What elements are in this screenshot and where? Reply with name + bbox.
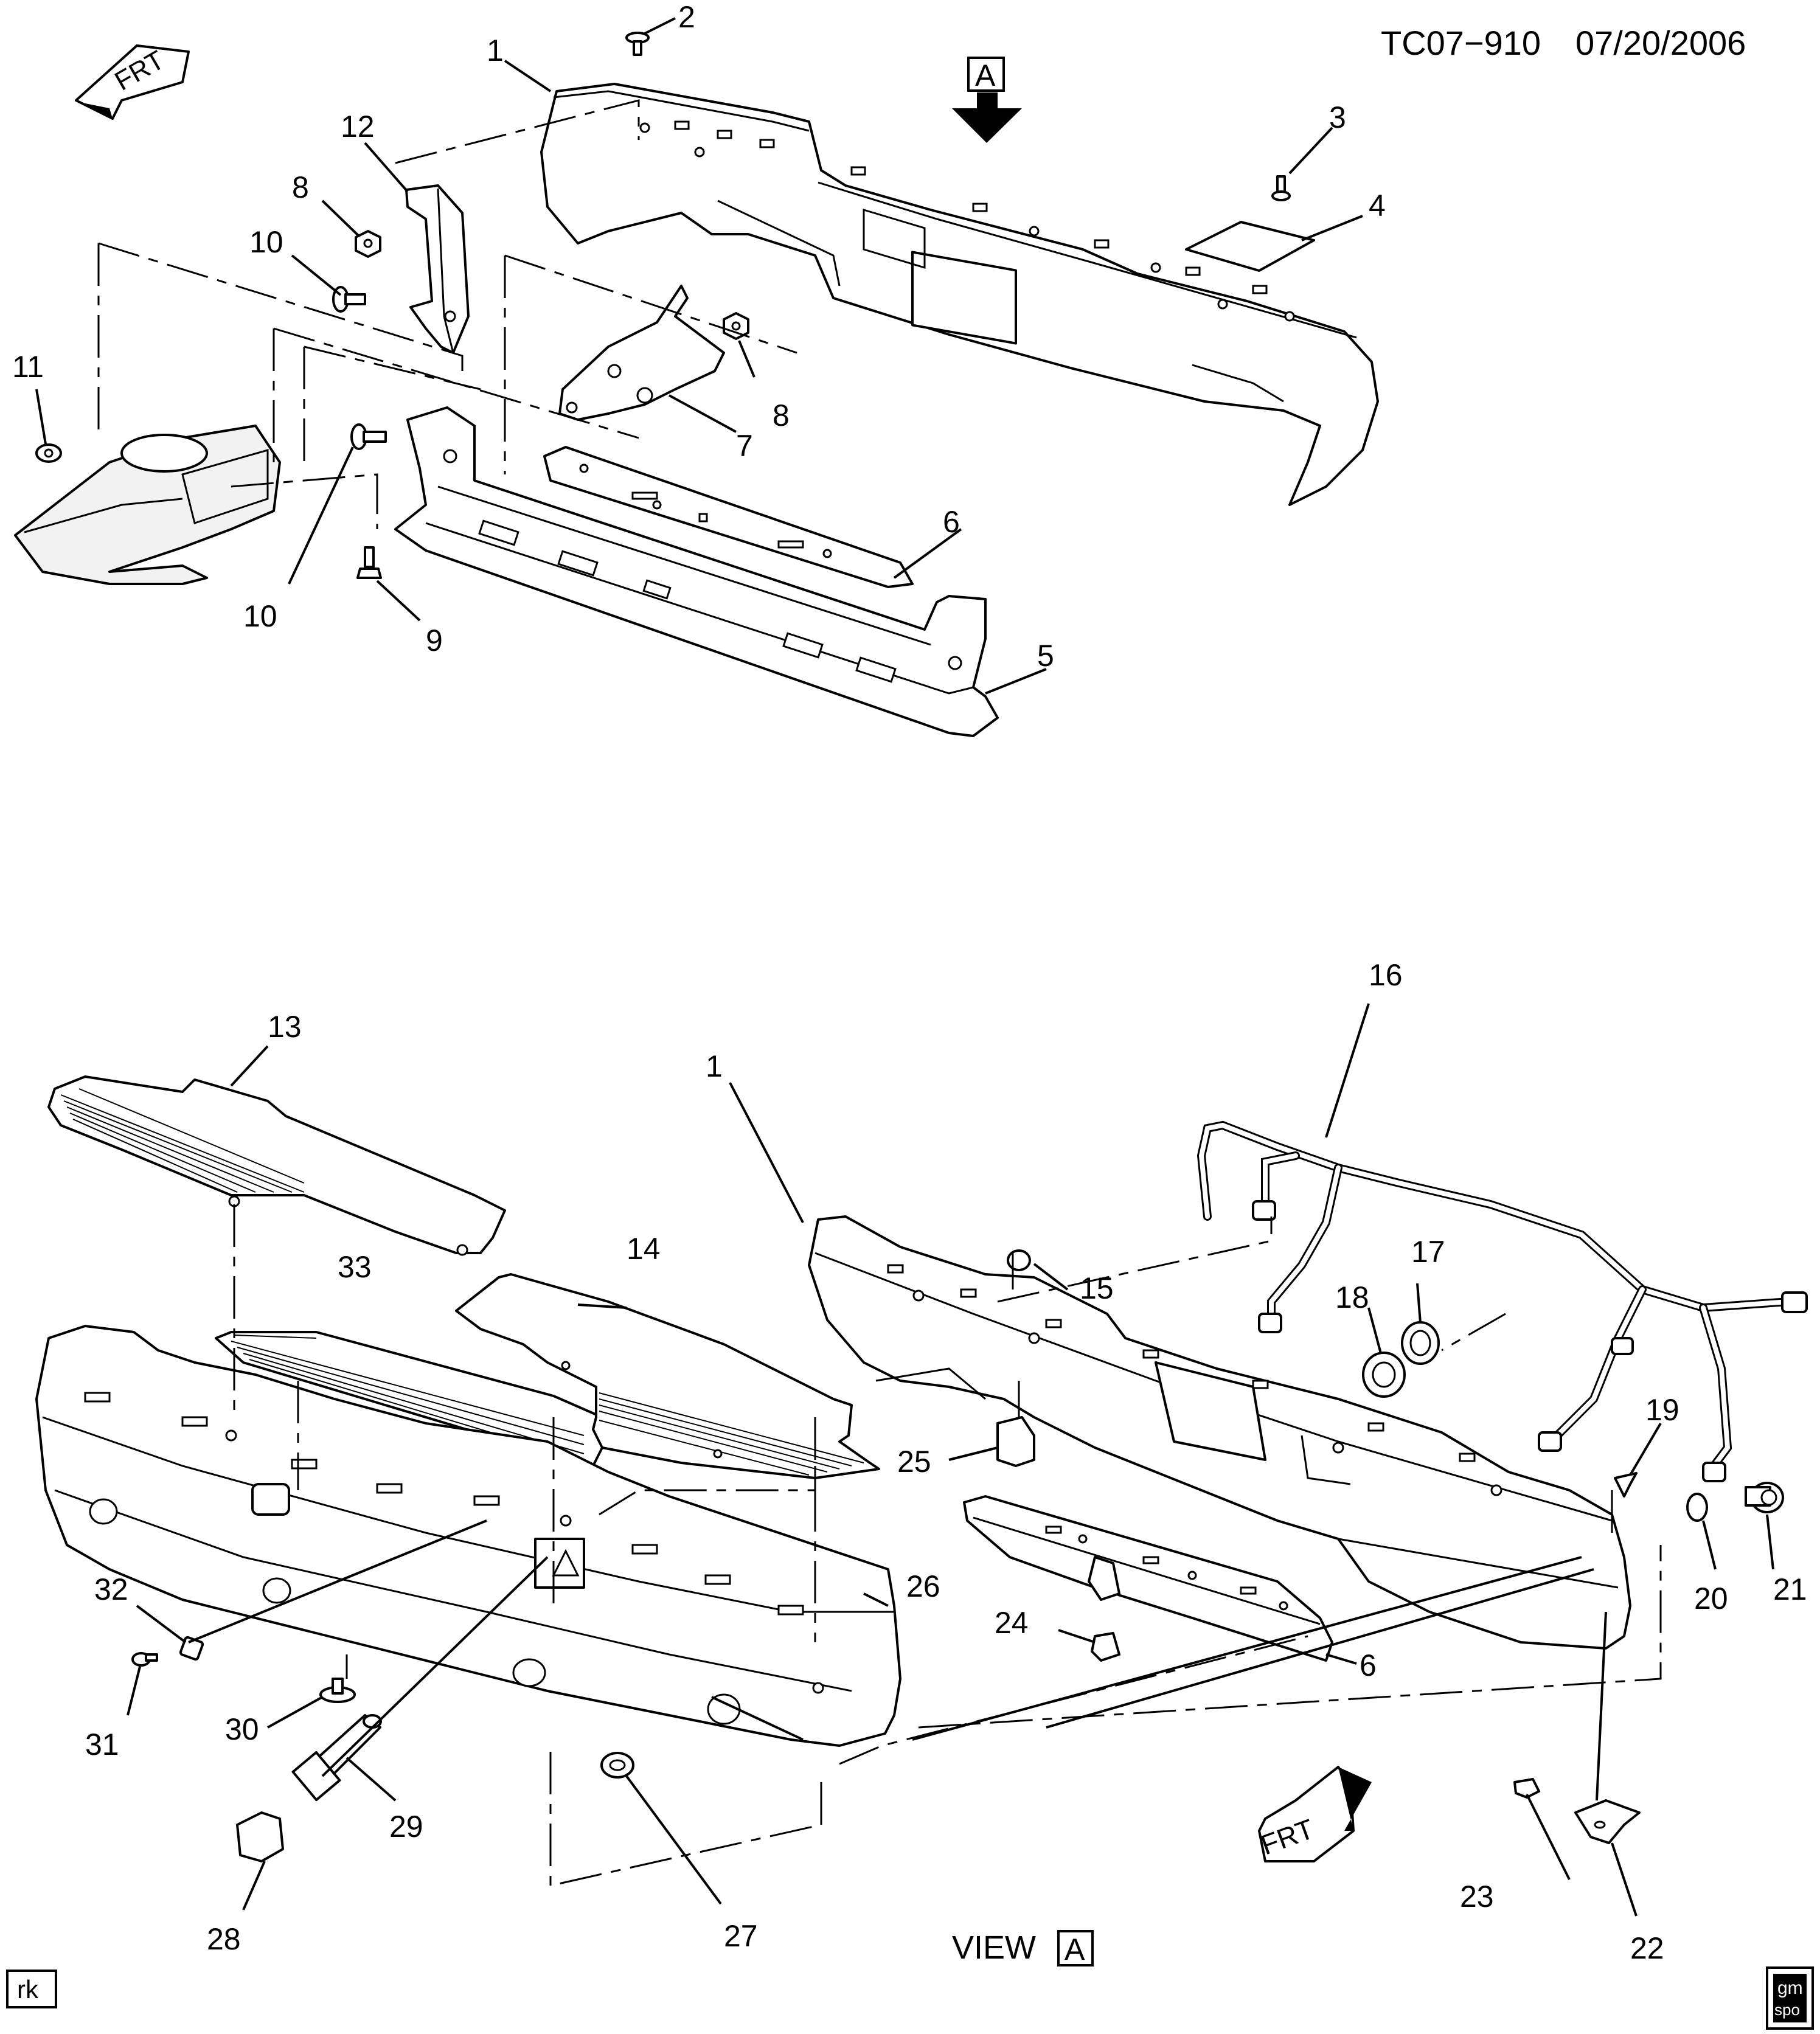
logo-top: gm: [1777, 1978, 1803, 1998]
callout-27: 27: [724, 1919, 758, 1953]
part-26-bumper-face: [35, 1325, 901, 1747]
footer-initials-box: rk: [6, 1970, 57, 2008]
callout-6-top: 6: [943, 505, 960, 539]
callout-7: 7: [736, 429, 753, 463]
part-21-sensor: [1745, 1482, 1784, 1513]
view-label-letter: A: [1065, 1932, 1085, 1966]
callout-24: 24: [995, 1606, 1029, 1640]
part-31-screw: [131, 1652, 158, 1667]
callout-4: 4: [1369, 189, 1386, 223]
part-18-sensor: [1362, 1352, 1406, 1398]
callout-17: 17: [1411, 1235, 1445, 1269]
callout-20: 20: [1694, 1581, 1728, 1616]
part-19-clip: [1614, 1472, 1638, 1498]
callout-3: 3: [1329, 100, 1346, 134]
part-30-bolt: [319, 1678, 356, 1703]
callout-12: 12: [341, 109, 375, 144]
footer-initials: rk: [17, 1975, 39, 2004]
view-label-text: VIEW: [952, 1929, 1036, 1966]
callout-19: 19: [1645, 1393, 1679, 1427]
part-17-grommet: [1401, 1321, 1440, 1365]
callout-6-bottom: 6: [1360, 1648, 1377, 1682]
part-27-grommet: [600, 1752, 634, 1779]
logo-bottom: spo: [1774, 2001, 1800, 2019]
callout-25: 25: [897, 1445, 931, 1479]
front-direction-arrow-icon: FRT: [75, 44, 190, 120]
callout-22: 22: [1630, 1931, 1664, 1965]
callout-13: 13: [268, 1010, 302, 1044]
part-13-step-pad: [47, 1075, 506, 1256]
callout-5: 5: [1037, 639, 1054, 673]
part-10-bolt-upper: [332, 286, 366, 313]
part-5-step-frame: [394, 406, 999, 737]
callout-33: 33: [338, 1250, 372, 1284]
part-7-bracket: [558, 285, 725, 421]
callout-2: 2: [678, 0, 695, 34]
part-25-pad: [996, 1416, 1035, 1467]
part-6-reinforcement-bottom: [963, 1495, 1333, 1662]
part-15-clip: [1007, 1249, 1031, 1271]
callouts-bottom: 13 1 16 14 33 15 17 18 25 19 26 20 21 24…: [85, 958, 1807, 1965]
part-14-step-pad: [455, 1273, 880, 1479]
callout-31: 31: [85, 1727, 119, 1762]
callout-23: 23: [1460, 1880, 1494, 1914]
alignment-lines-top: [97, 99, 797, 529]
callout-16: 16: [1369, 958, 1403, 992]
callout-9: 9: [426, 623, 443, 658]
callout-8-right: 8: [773, 398, 790, 432]
part-29-hitch-sleeve: [291, 1714, 382, 1802]
callout-10-lower: 10: [243, 599, 277, 633]
part-3-bolt: [1271, 175, 1291, 201]
callout-10-upper: 10: [249, 225, 283, 259]
callout-21: 21: [1773, 1572, 1807, 1606]
frame-rail: [14, 425, 281, 585]
part-8-nut-left: [355, 230, 381, 258]
leader-lines-bottom: [127, 1003, 1774, 1917]
callouts-top: 1 2 3 4 12 8 10 11 8 7 6 5 10 9: [12, 0, 1386, 673]
part-16-wiring-harness: [1197, 1120, 1808, 1482]
part-28-cap: [236, 1811, 284, 1862]
part-8-nut-right: [723, 312, 749, 340]
callout-26: 26: [906, 1569, 940, 1603]
part-20-grommet: [1686, 1493, 1708, 1522]
callout-1-bottom: 1: [706, 1049, 723, 1083]
callout-29: 29: [389, 1810, 423, 1844]
alignment-lines-bottom: [233, 1204, 1662, 1887]
part-12-bracket: [405, 184, 470, 354]
callout-15: 15: [1080, 1271, 1114, 1305]
callout-8-left: 8: [292, 170, 309, 204]
view-a-marker-letter: A: [975, 58, 996, 92]
drawing-date: 07/20/2006: [1575, 24, 1746, 62]
callout-1-top: 1: [487, 33, 504, 68]
part-22-bracket: [1574, 1799, 1641, 1844]
part-24-clip: [1091, 1632, 1120, 1662]
callout-11: 11: [12, 350, 44, 384]
leader-lines-top: [35, 17, 1363, 695]
gm-spo-logo: gm spo: [1766, 1966, 1814, 2030]
callout-18: 18: [1335, 1280, 1369, 1314]
view-a-marker: A: [952, 57, 1022, 143]
part-6-reinforcement-top: [543, 446, 914, 588]
callout-32: 32: [94, 1572, 128, 1606]
front-direction-arrow-bottom-icon: FRT: [1257, 1766, 1372, 1862]
view-a-label: VIEW A: [952, 1929, 1094, 1966]
part-2-bolt: [625, 32, 650, 56]
callout-14: 14: [627, 1232, 661, 1266]
part-11-nut: [35, 443, 62, 463]
part-9-bolt: [356, 546, 382, 579]
callout-28: 28: [207, 1922, 241, 1956]
callout-30: 30: [225, 1712, 259, 1746]
part-23-clip: [1513, 1778, 1540, 1799]
part-1-bumper-bar-bottom: [808, 1215, 1631, 1650]
part-10-bolt-lower: [350, 423, 387, 450]
part-1-bumper-bar-top: [540, 83, 1379, 506]
drawing-id: TC07−910: [1381, 24, 1541, 62]
part-4-plate: [1185, 221, 1315, 272]
